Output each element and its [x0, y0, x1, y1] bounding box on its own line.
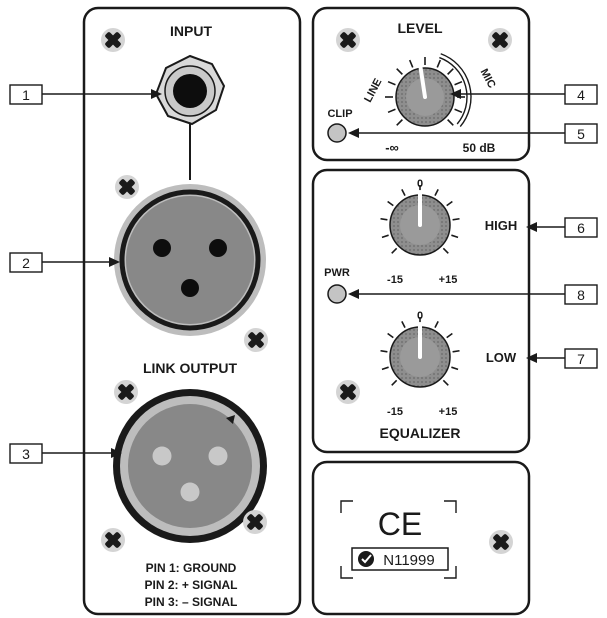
- scale-tick: [396, 119, 403, 126]
- screw-icon: [114, 380, 138, 404]
- callout-4: 4: [450, 84, 598, 105]
- scale-tick: [387, 108, 396, 114]
- scale-tick: [391, 379, 398, 386]
- screw-icon: [115, 175, 139, 199]
- scale-tick: [434, 320, 439, 328]
- callout-8: 8: [348, 284, 598, 305]
- screw-icon: [336, 380, 360, 404]
- scale-tick: [387, 332, 394, 339]
- high-knob-icon[interactable]: [389, 190, 451, 256]
- xlr-female-icon: [114, 184, 266, 336]
- link-output-label: LINK OUTPUT: [143, 360, 238, 376]
- scale-tick: [401, 320, 406, 328]
- scale-tick: [451, 234, 459, 239]
- callout-3: 3: [9, 443, 122, 464]
- pin-legend-line-3: PIN 3: – SIGNAL: [145, 595, 238, 609]
- level-knob-icon[interactable]: [395, 62, 455, 127]
- clip-led-icon: [327, 123, 347, 143]
- screw-icon: [101, 528, 125, 552]
- scale-tick: [446, 332, 453, 339]
- scale-tick: [436, 59, 442, 68]
- callout-6: 6: [526, 217, 598, 238]
- callout-2: 2: [9, 252, 120, 273]
- cert-frame: [340, 500, 457, 579]
- scale-tick: [434, 188, 439, 196]
- scale-tick: [387, 200, 394, 207]
- scale-tick: [452, 349, 460, 353]
- svg-text:2: 2: [22, 255, 30, 271]
- scale-tick: [396, 68, 403, 75]
- low-min-label: -15: [387, 406, 403, 418]
- scale-tick: [451, 366, 459, 371]
- scale-tick: [401, 188, 406, 196]
- pin-legend-line-1: PIN 1: GROUND: [146, 561, 237, 575]
- level-title: LEVEL: [397, 20, 443, 36]
- input-label: INPUT: [170, 23, 212, 39]
- low-center-label: 0: [417, 310, 423, 322]
- screw-icon: [336, 28, 360, 52]
- scale-tick: [446, 200, 453, 207]
- screw-icon: [244, 328, 268, 352]
- scale-tick: [447, 68, 454, 75]
- svg-text:5: 5: [577, 126, 585, 142]
- scale-tick: [454, 80, 463, 86]
- equalizer-panel: [311, 168, 531, 454]
- high-min-label: -15: [387, 274, 403, 286]
- scale-tick: [408, 59, 414, 68]
- svg-text:8: 8: [577, 287, 585, 303]
- high-center-label: 0: [417, 178, 423, 190]
- low-max-label: +15: [439, 406, 458, 418]
- low-knob-icon[interactable]: [389, 322, 451, 388]
- screw-icon: [488, 28, 512, 52]
- level-min-label: -∞: [385, 140, 399, 155]
- svg-text:3: 3: [22, 446, 30, 462]
- level-scale-arc: [440, 53, 472, 128]
- certification-panel: [311, 460, 531, 616]
- callout-1: 1: [9, 84, 162, 105]
- low-label: LOW: [486, 350, 517, 365]
- svg-text:6: 6: [577, 220, 585, 236]
- screw-icon: [243, 510, 267, 534]
- high-max-label: +15: [439, 274, 458, 286]
- low-scale-ticks: [380, 317, 460, 386]
- scale-tick: [447, 119, 454, 126]
- scale-tick: [381, 366, 389, 371]
- scale-tick: [381, 234, 389, 239]
- screw-icon: [101, 28, 125, 52]
- pwr-led-icon: [327, 284, 347, 304]
- svg-text:1: 1: [22, 87, 30, 103]
- level-scale-arc: [439, 56, 468, 125]
- scale-tick: [380, 349, 388, 353]
- xlr-male-icon: [113, 389, 267, 543]
- scale-tick: [442, 247, 449, 254]
- svg-text:4: 4: [577, 87, 585, 103]
- jack-icon: [154, 54, 226, 126]
- level-scale-ticks: [385, 53, 472, 128]
- level-max-label: 50 dB: [463, 141, 496, 155]
- clip-label: CLIP: [327, 108, 352, 120]
- scale-tick: [442, 379, 449, 386]
- screw-icon: [489, 530, 513, 554]
- scale-tick: [452, 217, 460, 221]
- scale-tick: [380, 217, 388, 221]
- callout-7: 7: [526, 348, 598, 369]
- svg-text:7: 7: [577, 351, 585, 367]
- scale-tick: [454, 108, 463, 114]
- equalizer-title: EQUALIZER: [380, 425, 461, 441]
- high-label: HIGH: [485, 218, 518, 233]
- scale-tick: [387, 80, 396, 86]
- c-tick-mark: [351, 547, 449, 571]
- pwr-label: PWR: [324, 267, 350, 279]
- callout-5: 5: [348, 123, 598, 144]
- ce-mark-icon: CE: [378, 506, 422, 542]
- certification-code: N11999: [383, 552, 434, 569]
- scale-tick: [391, 247, 398, 254]
- pin-legend-line-2: PIN 2: + SIGNAL: [144, 578, 237, 592]
